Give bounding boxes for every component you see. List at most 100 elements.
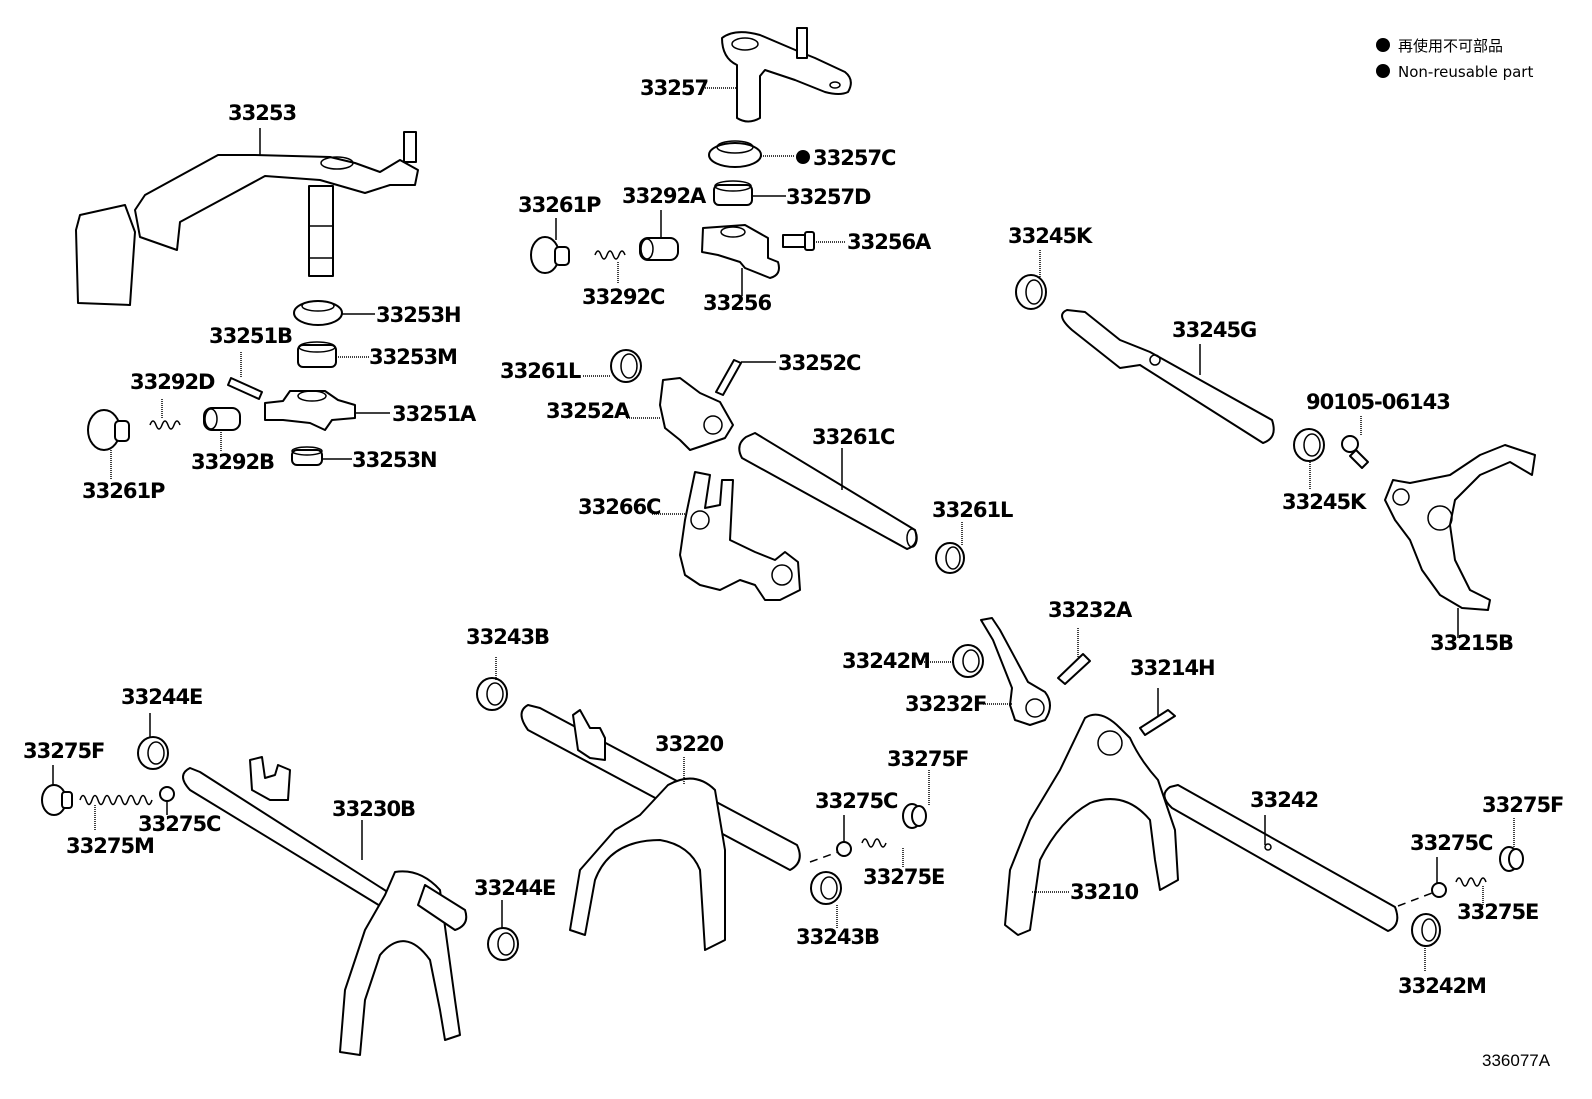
part-33245K-seal-bottom[interactable] <box>1293 428 1325 462</box>
part-33253-lever[interactable] <box>75 131 419 306</box>
part-33252A-block[interactable] <box>659 377 734 451</box>
label-33261L-top[interactable]: 33261L <box>500 359 582 383</box>
label-33292A[interactable]: 33292A <box>622 184 708 208</box>
part-33292D-spring[interactable] <box>149 420 181 430</box>
part-33230B-shaft-fork[interactable] <box>182 756 468 1056</box>
part-33244E-seal-bottom[interactable] <box>487 927 519 961</box>
part-90105-06143-bolt[interactable] <box>1341 435 1369 469</box>
label-33275C-right[interactable]: 33275C <box>1410 831 1494 855</box>
part-33232A-pin[interactable] <box>1057 653 1091 685</box>
part-33261L-seal-right[interactable] <box>935 542 965 574</box>
label-33245K-top[interactable]: 33245K <box>1008 224 1094 248</box>
label-33243B-top[interactable]: 33243B <box>466 625 550 649</box>
part-33275C-ball-left[interactable] <box>159 786 175 802</box>
part-33251A-lever[interactable] <box>264 390 356 431</box>
label-33261P-top[interactable]: 33261P <box>518 193 602 217</box>
label-33232A[interactable]: 33232A <box>1048 598 1134 622</box>
part-33275C-ball-mid[interactable] <box>836 841 852 857</box>
part-33245G-shaft[interactable] <box>1061 309 1275 444</box>
label-33245G[interactable]: 33245G <box>1172 318 1257 342</box>
label-33261C[interactable]: 33261C <box>812 425 896 449</box>
part-33220-shaft-fork[interactable] <box>520 704 801 951</box>
label-33257[interactable]: 33257 <box>640 76 709 100</box>
part-33214H-pin[interactable] <box>1139 709 1176 736</box>
part-33292B-pin[interactable] <box>203 407 241 431</box>
part-33243B-seal-bottom[interactable] <box>810 871 842 905</box>
part-33275F-plug-left[interactable] <box>41 784 73 816</box>
label-33256[interactable]: 33256 <box>703 291 772 315</box>
part-33253M-bushing[interactable] <box>297 341 337 368</box>
part-33261P-plug-top[interactable] <box>530 236 570 274</box>
part-33261L-seal-top[interactable] <box>610 349 642 383</box>
part-33261P-plug-left[interactable] <box>87 409 130 451</box>
label-33292B[interactable]: 33292B <box>191 450 275 474</box>
label-33275M[interactable]: 33275M <box>66 834 155 858</box>
part-33275E-spring-right[interactable] <box>1455 877 1487 887</box>
label-33242[interactable]: 33242 <box>1250 788 1319 812</box>
part-33266C-bracket[interactable] <box>679 471 801 601</box>
label-33252C[interactable]: 33252C <box>778 351 862 375</box>
label-33245K-bottom[interactable]: 33245K <box>1282 490 1368 514</box>
label-33292D[interactable]: 33292D <box>130 370 216 394</box>
label-33266C[interactable]: 33266C <box>578 495 662 519</box>
label-33244E-top[interactable]: 33244E <box>121 685 203 709</box>
label-33230B[interactable]: 33230B <box>332 797 416 821</box>
label-33257D[interactable]: 33257D <box>786 185 872 209</box>
part-33261C-shaft[interactable] <box>738 432 918 550</box>
part-33242M-seal-bottom[interactable] <box>1411 913 1441 947</box>
label-33275F-right[interactable]: 33275F <box>1482 793 1564 817</box>
label-33275F-left[interactable]: 33275F <box>23 739 105 763</box>
part-33292C-spring[interactable] <box>594 250 626 260</box>
label-33242M-bottom[interactable]: 33242M <box>1398 974 1487 998</box>
part-33251B-pin[interactable] <box>227 377 263 400</box>
part-33215B-fork[interactable] <box>1384 444 1536 611</box>
part-33244E-seal-top[interactable] <box>137 736 169 770</box>
label-33275C-mid[interactable]: 33275C <box>815 789 899 813</box>
label-33242M-top[interactable]: 33242M <box>842 649 931 673</box>
label-33292C[interactable]: 33292C <box>582 285 666 309</box>
part-33257C-seal[interactable] <box>708 140 762 168</box>
part-33275C-ball-right[interactable] <box>1431 882 1447 898</box>
label-33253[interactable]: 33253 <box>228 101 297 125</box>
part-33292A-pin[interactable] <box>639 237 679 261</box>
label-33253M[interactable]: 33253M <box>369 345 458 369</box>
label-90105-06143[interactable]: 90105-06143 <box>1306 390 1451 414</box>
label-33257C[interactable]: 33257C <box>813 146 897 170</box>
label-33253H[interactable]: 33253H <box>376 303 462 327</box>
label-33215B[interactable]: 33215B <box>1430 631 1514 655</box>
part-33243B-seal-top[interactable] <box>476 677 508 711</box>
label-33261P-left[interactable]: 33261P <box>82 479 166 503</box>
label-33210[interactable]: 33210 <box>1070 880 1139 904</box>
label-33251A[interactable]: 33251A <box>392 402 478 426</box>
label-33251B[interactable]: 33251B <box>209 324 293 348</box>
label-33253N[interactable]: 33253N <box>352 448 438 472</box>
label-33275E-right[interactable]: 33275E <box>1457 900 1539 924</box>
label-33220[interactable]: 33220 <box>655 732 724 756</box>
label-33275E-mid[interactable]: 33275E <box>863 865 945 889</box>
part-33232F-lever[interactable] <box>980 617 1051 726</box>
label-33244E-bottom[interactable]: 33244E <box>474 876 556 900</box>
part-33275F-plug-mid[interactable] <box>902 803 927 829</box>
part-33256-lever-head[interactable] <box>701 224 780 279</box>
part-33210-fork[interactable] <box>1004 713 1179 936</box>
part-33257D-bushing[interactable] <box>713 180 753 206</box>
part-33252C-pin[interactable] <box>715 359 742 396</box>
part-33242M-seal-top[interactable] <box>952 644 984 678</box>
part-33275M-spring[interactable] <box>79 794 153 806</box>
part-33256A-bolt[interactable] <box>782 231 815 251</box>
label-33232F[interactable]: 33232F <box>905 692 987 716</box>
label-33275F-mid[interactable]: 33275F <box>887 747 969 771</box>
part-33275F-plug-right[interactable] <box>1499 846 1524 872</box>
part-33242-shaft[interactable] <box>1163 784 1399 932</box>
part-33245K-seal-top[interactable] <box>1015 274 1047 310</box>
label-33261L-right[interactable]: 33261L <box>932 498 1014 522</box>
label-33275C-left[interactable]: 33275C <box>138 812 222 836</box>
label-33243B-bottom[interactable]: 33243B <box>796 925 880 949</box>
part-33275E-spring-mid[interactable] <box>861 838 887 848</box>
label-33214H[interactable]: 33214H <box>1130 656 1216 680</box>
part-33257[interactable] <box>721 27 852 123</box>
part-33253N-ring[interactable] <box>291 446 323 466</box>
label-33252A[interactable]: 33252A <box>546 399 632 423</box>
part-33253H-seal[interactable] <box>293 300 343 326</box>
label-33256A[interactable]: 33256A <box>847 230 933 254</box>
